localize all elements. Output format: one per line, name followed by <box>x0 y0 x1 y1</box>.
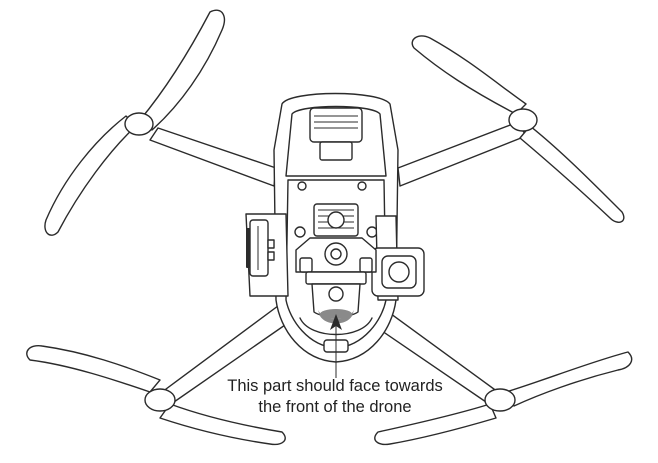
propeller-rear-right <box>374 351 633 446</box>
mount-bracket <box>295 237 377 318</box>
annotation-line-1: This part should face towards <box>227 377 443 395</box>
left-light-module <box>245 213 289 297</box>
drone-arms <box>149 121 527 403</box>
propeller-rear-left <box>26 345 286 446</box>
propeller-front-left <box>44 9 226 236</box>
top-sensor <box>297 107 367 191</box>
leader-arrow <box>330 314 342 378</box>
annotation-callout: This part should face towards the front … <box>190 376 480 418</box>
vent-grille <box>294 203 378 238</box>
propeller-front-right <box>411 35 625 223</box>
annotation-line-2: the front of the drone <box>258 398 412 416</box>
right-camera-module <box>371 215 425 301</box>
